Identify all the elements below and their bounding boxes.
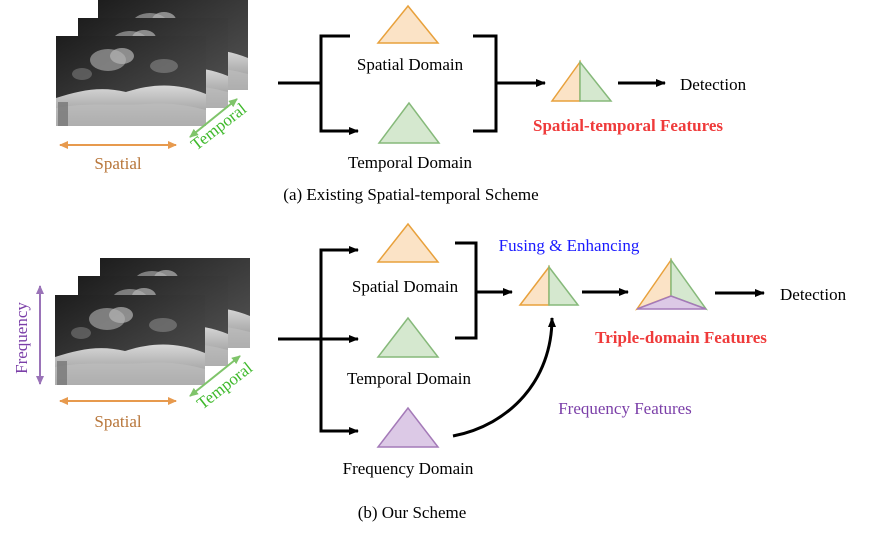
spatial-domain-label: Spatial Domain: [357, 55, 464, 74]
spatial-axis-label: Spatial: [94, 412, 141, 431]
scheme-b: Frequency Spatial Temporal Spatial Domai…: [12, 222, 847, 522]
frequency-features-label: Frequency Features: [558, 399, 692, 418]
video-frame: [55, 295, 205, 385]
temporal-domain-label: Temporal Domain: [347, 369, 471, 388]
temporal-axis-arrow: [189, 355, 241, 397]
spatial-temporal-features-label: Spatial-temporal Features: [533, 116, 723, 135]
spatial-domain-triangle: [376, 4, 440, 44]
temporal-domain-label: Temporal Domain: [348, 153, 472, 172]
frequency-features-arrow: [452, 317, 556, 438]
scheme-a: Spatial Temporal Spatial Domain Temporal…: [56, 0, 747, 204]
spatial-domain-label: Spatial Domain: [352, 277, 459, 296]
fused-feature-triangle: [518, 264, 580, 306]
branch-connector: [319, 34, 359, 135]
detection-label: Detection: [780, 285, 847, 304]
caption-a: (a) Existing Spatial-temporal Scheme: [283, 185, 538, 204]
frame-stack-a: [56, 0, 248, 126]
caption-b: (b) Our Scheme: [358, 503, 467, 522]
detection-label: Detection: [680, 75, 747, 94]
fusing-enhancing-label: Fusing & Enhancing: [499, 236, 640, 255]
frequency-domain-triangle: [376, 406, 440, 448]
merge-connector: [473, 34, 498, 133]
spatial-domain-triangle: [376, 222, 440, 263]
merge-connector: [455, 241, 478, 340]
video-frame: [56, 36, 206, 126]
spatial-axis-label: Spatial: [94, 154, 141, 173]
frequency-domain-label: Frequency Domain: [343, 459, 474, 478]
temporal-domain-triangle: [377, 101, 441, 144]
frame-stack-b: [55, 258, 250, 385]
triple-domain-feature-pyramid: [634, 257, 709, 311]
frequency-axis-label: Frequency: [12, 302, 31, 374]
temporal-axis-arrow: [189, 98, 238, 138]
spatial-temporal-feature-triangle: [550, 59, 613, 102]
triple-domain-features-label: Triple-domain Features: [595, 328, 767, 347]
temporal-domain-triangle: [376, 316, 440, 358]
